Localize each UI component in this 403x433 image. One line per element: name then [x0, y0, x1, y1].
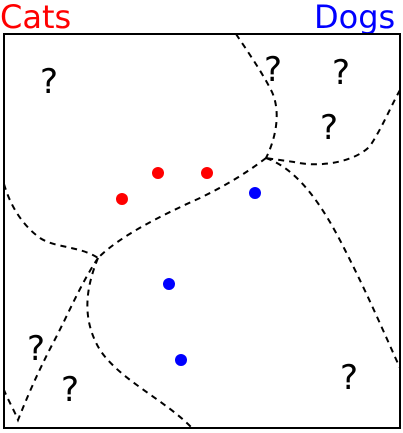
unknown-mark: ? — [264, 50, 282, 90]
unknown-mark: ? — [320, 108, 338, 148]
cat-point — [201, 167, 213, 179]
boundary-left-lower — [3, 257, 99, 423]
unknown-mark: ? — [27, 329, 45, 369]
dog-point — [163, 278, 175, 290]
boundary-upper-right — [265, 89, 401, 166]
dogs-label: Dogs — [314, 0, 395, 36]
unknown-mark: ? — [61, 370, 79, 410]
dog-point — [249, 187, 261, 199]
boundary-left-upper — [3, 183, 99, 259]
boundary-right-lower — [265, 157, 401, 369]
unknown-mark: ? — [332, 53, 350, 93]
boundary-center-up — [235, 33, 278, 159]
unknown-points: ? ? ? ? ? ? ? — [27, 50, 358, 410]
boundary-diagonal — [97, 157, 267, 259]
unknown-mark: ? — [40, 62, 58, 102]
cat-point — [152, 167, 164, 179]
dog-point — [175, 354, 187, 366]
cat-point — [116, 193, 128, 205]
dog-points — [163, 187, 261, 366]
unknown-mark: ? — [340, 358, 358, 398]
cats-label: Cats — [0, 0, 71, 36]
cat-points — [116, 167, 213, 205]
region-boundaries — [3, 33, 401, 429]
